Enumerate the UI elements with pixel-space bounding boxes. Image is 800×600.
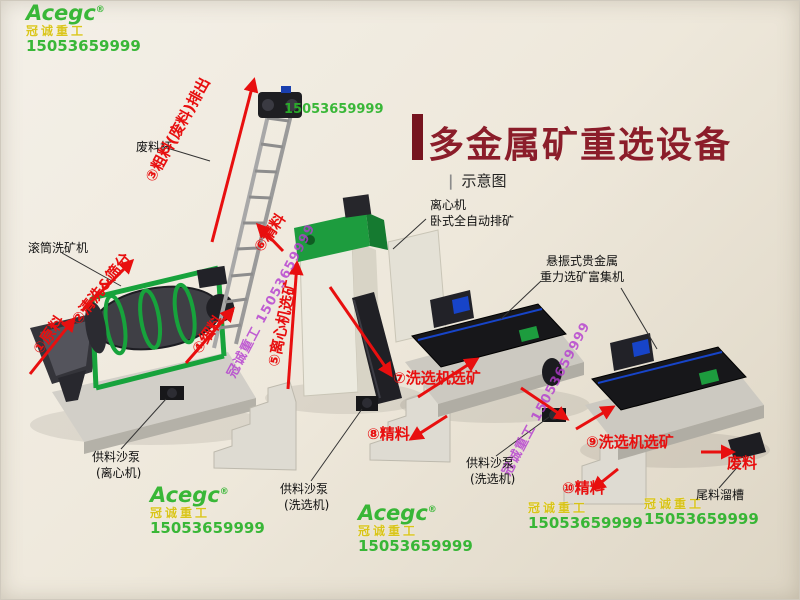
label-pump-centrifuge-line2: (离心机) bbox=[96, 465, 142, 480]
flow-step-10-concentrate: ⑩精料 bbox=[562, 479, 605, 497]
flow-waste-output: 废料 bbox=[727, 454, 758, 472]
phone-text: 15053659999 bbox=[644, 510, 759, 529]
label-pump-washer2-line2: (洗选机) bbox=[470, 471, 516, 486]
company-text: 冠诚重工 bbox=[528, 501, 589, 515]
label-leader-lines bbox=[61, 147, 742, 489]
label-pump-centrifuge-line1: 供料沙泵 bbox=[92, 450, 141, 464]
watermark-bottom-center: Acegc® 冠诚重工 15053659999 bbox=[358, 501, 473, 556]
phone-text: 15053659999 bbox=[528, 514, 643, 533]
label-pump-centrifuge: 供料沙泵 (离心机) bbox=[92, 450, 141, 481]
watermark-bottom-left: Acegc® 冠诚重工 15053659999 bbox=[150, 483, 265, 538]
page-title: 多金属矿重选设备 bbox=[428, 125, 733, 166]
page-subtitle: | 示意图 bbox=[448, 170, 507, 191]
label-tailings-chute: 尾料溜槽 bbox=[696, 488, 745, 502]
label-pump-washer1-line1: 供料沙泵 bbox=[280, 482, 329, 496]
label-centrifuge-line1: 离心机 bbox=[430, 198, 467, 212]
label-centrifuge-line2: 卧式全自动排矿 bbox=[430, 213, 515, 228]
brand-text: Acegc bbox=[150, 483, 220, 507]
phone-text: 15053659999 bbox=[26, 37, 141, 56]
title-accent-bar bbox=[412, 114, 423, 160]
label-concentrator-line2: 重力选矿富集机 bbox=[540, 269, 625, 284]
label-pump-washer2-line1: 供料沙泵 bbox=[466, 456, 515, 470]
drum-washer-machine bbox=[30, 265, 256, 454]
phone-text: 15053659999 bbox=[358, 537, 473, 556]
brand-reg-mark: ® bbox=[95, 5, 105, 15]
centrifuge-machine bbox=[294, 194, 447, 397]
label-concentrator-line1: 悬振式贵金属 bbox=[546, 254, 619, 268]
feed-pump-centrifuge bbox=[160, 386, 184, 400]
label-centrifuge: 离心机 卧式全自动排矿 bbox=[430, 198, 514, 229]
watermark-bottom-right-1: 冠诚重工 15053659999 bbox=[528, 501, 643, 533]
flow-step-9-washer-beneficiation: ⑨洗选机选矿 bbox=[586, 433, 674, 451]
brand-reg-mark: ® bbox=[219, 487, 229, 497]
label-drum-washer: 滚筒洗矿机 bbox=[28, 241, 89, 255]
shaking-table-2 bbox=[585, 333, 766, 460]
watermark-top-left: Acegc® 冠诚重工 15053659999 bbox=[26, 1, 141, 56]
label-pump-washer2: 供料沙泵 (洗选机) bbox=[466, 456, 515, 487]
flow-step-8-concentrate: ⑧精料 bbox=[367, 425, 410, 443]
flow-step-7-washer-beneficiation: ⑦洗选机选矿 bbox=[393, 369, 481, 387]
label-concentrator: 悬振式贵金属 重力选矿富集机 bbox=[540, 254, 624, 285]
label-pump-washer1-line2: (洗选机) bbox=[284, 497, 330, 512]
stairs-left bbox=[213, 381, 297, 471]
company-text: 冠诚重工 bbox=[644, 497, 705, 511]
shaking-table-1 bbox=[405, 290, 584, 417]
brand-text: Acegc bbox=[358, 501, 428, 525]
company-text: 冠诚重工 bbox=[150, 506, 211, 521]
phone-text: 15053659999 bbox=[284, 102, 384, 117]
phone-text: 15053659999 bbox=[150, 519, 265, 538]
company-text: 冠诚重工 bbox=[358, 524, 419, 539]
company-text: 冠诚重工 bbox=[26, 24, 87, 39]
brand-reg-mark: ® bbox=[427, 505, 437, 515]
subtitle-divider: | bbox=[448, 172, 454, 190]
subtitle-text: 示意图 bbox=[461, 172, 507, 190]
label-pump-washer1: 供料沙泵 (洗选机) bbox=[280, 482, 329, 513]
brand-text: Acegc bbox=[26, 1, 96, 25]
label-waste-rod: 废料杆 bbox=[136, 140, 173, 154]
watermark-bottom-right-2: 冠诚重工 15053659999 bbox=[644, 497, 759, 529]
flow-arrows bbox=[28, 77, 736, 491]
watermark-top-middle: 15053659999 bbox=[284, 102, 384, 117]
